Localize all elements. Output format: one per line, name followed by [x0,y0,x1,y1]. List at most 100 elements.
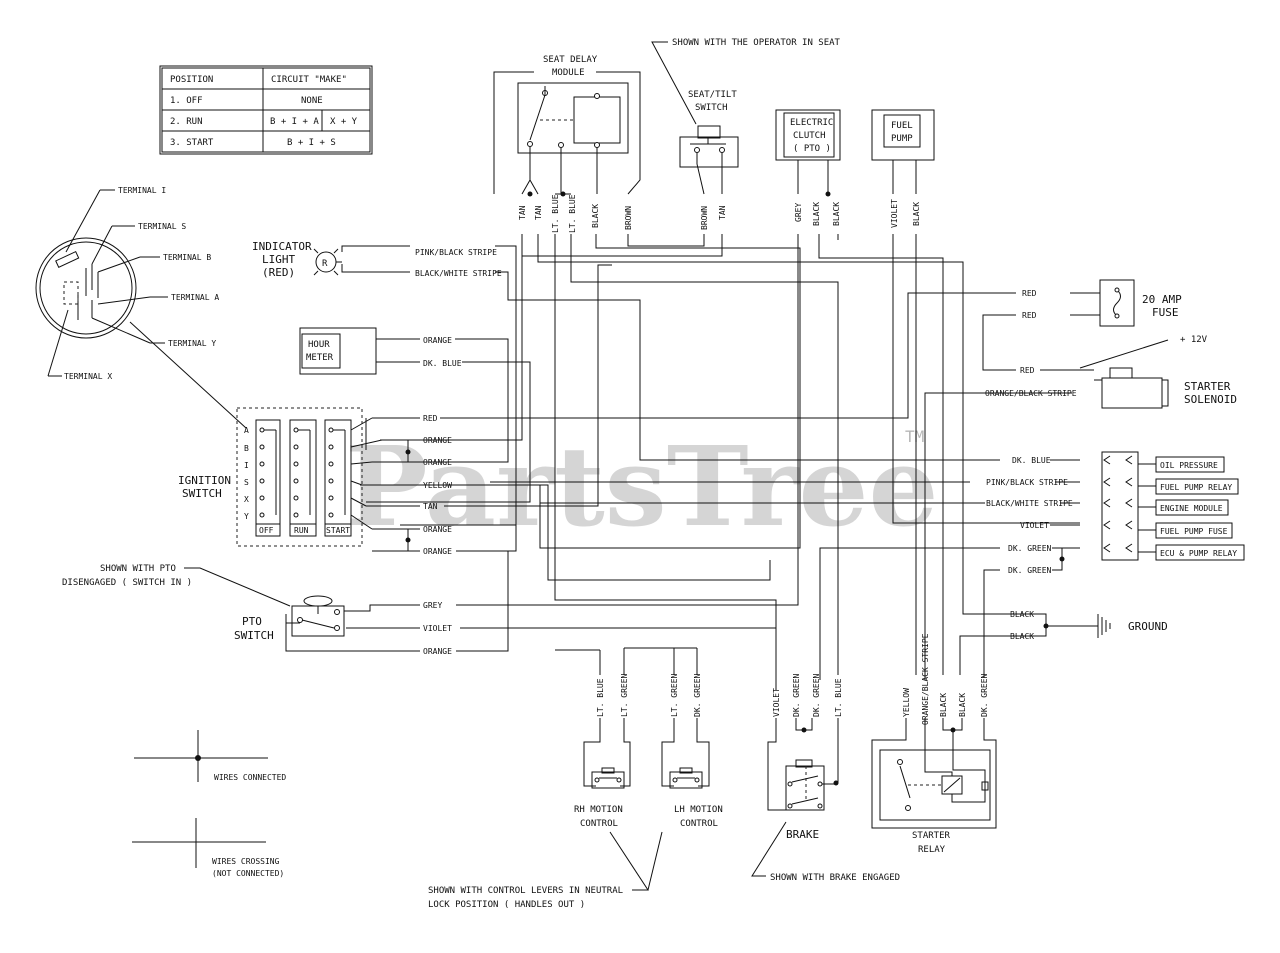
hour-meter-label: METER [306,353,334,363]
wire-label: ORANGE/BLACK STRIPE [921,633,930,725]
wire-label: LT. BLUE [551,194,560,233]
wire-label: DK. BLUE [1012,456,1051,465]
table-row-circuit2: X + Y [330,117,358,127]
connector-label: ECU & PUMP RELAY [1160,549,1237,558]
table-row-position: 3. START [170,138,214,148]
seat-delay-module: SEAT DELAY MODULE [493,55,641,197]
wire-label: DK. GREEN [693,673,702,717]
wire-label: YELLOW [423,481,452,490]
wire-label: DK. GREEN [980,673,989,717]
connector-label: FUEL PUMP FUSE [1160,527,1228,536]
rh-motion-label: CONTROL [580,819,618,829]
lh-motion-label: LH MOTION [674,805,723,815]
wire-label: ORANGE [423,525,452,534]
ignition-pin: X [244,495,249,504]
indicator-label: LIGHT [262,253,295,266]
wire-label: VIOLET [772,688,781,717]
wire-label: BLACK [832,202,841,226]
wire-label: DK. GREEN [1008,566,1052,575]
levers-note-text: LOCK POSITION ( HANDLES OUT ) [428,900,585,910]
wire-label: TAN [518,205,527,220]
levers-note: SHOWN WITH CONTROL LEVERS IN NEUTRAL LOC… [428,831,663,910]
legend-connected-label: WIRES CONNECTED [214,773,286,782]
starter-relay: STARTER RELAY [879,749,991,855]
ignition-contacts [259,417,383,530]
pto-note: DISENGAGED ( SWITCH IN ) [62,578,192,588]
legend-connected: WIRES CONNECTED [134,730,286,782]
top-wire-labels: TAN TAN LT. BLUE LT. BLUE BLACK BROWN BR… [518,194,921,233]
fuse: 20 AMP FUSE + 12V [1099,279,1208,345]
wire-label: VIOLET [890,199,899,228]
engine-connector: OIL PRESSURE FUEL PUMP RELAY ENGINE MODU… [1101,451,1245,561]
ignition-col: START [326,526,350,535]
ignition-pin: B [244,444,249,453]
seat-delay-label: SEAT DELAY [543,55,598,65]
ignition-pin: A [244,426,249,435]
lh-motion-label: CONTROL [680,819,718,829]
table-row-position: 2. RUN [170,117,203,127]
clutch-label: ELECTRIC [790,118,833,128]
right-wire-labels: RED RED RED ORANGE/BLACK STRIPE DK. BLUE… [985,289,1077,641]
plus-12v: + 12V [1180,335,1208,345]
wire-label: BLACK/WHITE STRIPE [415,269,502,278]
solenoid-label: SOLENOID [1184,393,1237,406]
wire-label: BLACK [1010,632,1034,641]
wire-label: PINK/BLACK STRIPE [986,478,1068,487]
wire-label: ORANGE [423,436,452,445]
starter-solenoid: STARTER SOLENOID [1094,367,1237,409]
solenoid-label: STARTER [1184,380,1231,393]
terminal-label: TERMINAL S [138,222,186,231]
connector-label: ENGINE MODULE [1160,504,1223,513]
fuel-pump: FUEL PUMP [871,109,935,194]
wire-label: LT. GREEN [620,673,629,717]
wire-label: RED [1020,366,1035,375]
table-row-circuit: B + I + S [287,138,336,148]
left-wire-labels: PINK/BLACK STRIPE BLACK/WHITE STRIPE ORA… [415,248,502,656]
electric-clutch: ELECTRIC CLUTCH ( PTO ) [775,109,841,197]
table-header-position: POSITION [170,75,213,85]
legend-crossing-label: WIRES CROSSING [212,857,280,866]
rh-motion-control: RH MOTION CONTROL [574,767,625,829]
wire-label: BROWN [624,206,633,230]
wire-label: TAN [534,205,543,220]
wire-label: VIOLET [1020,521,1049,530]
indicator-light: INDICATOR LIGHT (RED) R [252,240,342,279]
seat-switch-label: SWITCH [695,103,728,113]
fuel-pump-label: PUMP [891,134,913,144]
wire-label: LT. BLUE [596,678,605,717]
wire-label: BLACK [1010,610,1034,619]
terminal-label: TERMINAL Y [168,339,216,348]
terminal-label: TERMINAL I [118,186,166,195]
ignition-col: OFF [259,526,274,535]
table-row-circuit: B + I + A [270,117,319,127]
wire-label: ORANGE [423,458,452,467]
wire-label: LT. BLUE [834,678,843,717]
wire-label: BLACK [912,202,921,226]
indicator-symbol: R [322,259,328,269]
wire-label: GREY [794,203,803,222]
ignition-label: IGNITION [178,474,231,487]
ignition-pin: S [244,478,249,487]
fuel-pump-label: FUEL [891,121,913,131]
wire-label: BLACK [812,202,821,226]
wire-label: LT. GREEN [670,673,679,717]
position-table: POSITION CIRCUIT "MAKE" 1. OFF NONE 2. R… [159,65,373,155]
ground-label: GROUND [1128,620,1168,633]
table-row-position: 1. OFF [170,96,203,106]
wire-label: BLACK [591,204,600,228]
wire-label: PINK/BLACK STRIPE [415,248,497,257]
wire-label: TAN [423,502,438,511]
indicator-label: (RED) [262,266,295,279]
wire-label: RED [1022,311,1037,320]
wire-label: DK. GREEN [812,673,821,717]
brake-label: BRAKE [786,828,819,841]
wire-label: BROWN [700,206,709,230]
terminal-label: TERMINAL B [163,253,211,262]
ignition-pin: I [244,461,249,470]
watermark: PartsTree [345,422,939,551]
seat-switch-label: SEAT/TILT [688,90,737,100]
pto-switch: SHOWN WITH PTO DISENGAGED ( SWITCH IN ) … [62,564,345,642]
seat-delay-label: MODULE [552,68,585,78]
connector-label: FUEL PUMP RELAY [1160,483,1232,492]
wire-label: ORANGE [423,336,452,345]
